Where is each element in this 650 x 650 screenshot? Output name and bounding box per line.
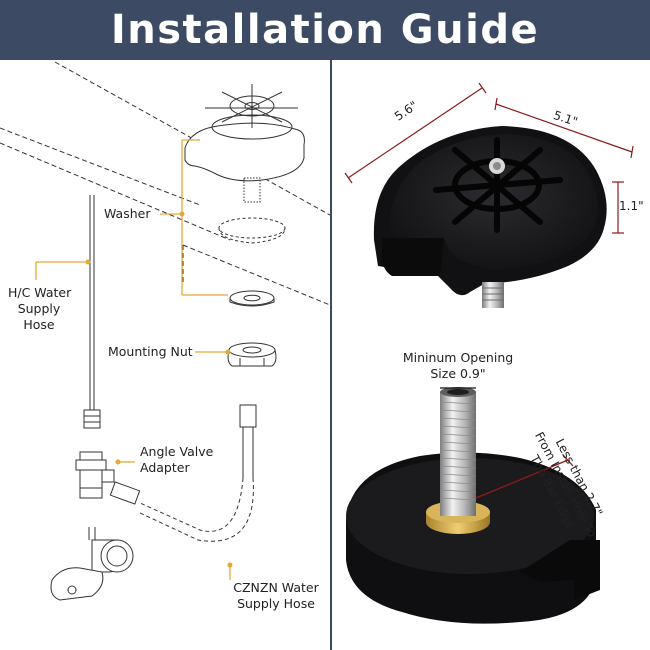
cznzn-hose-label-line: Supply Hose (237, 596, 315, 611)
angle-valve-adapter-line-art (75, 451, 115, 499)
cznzn-water-supply-hose-label: CZNZN Water Supply Hose (226, 580, 326, 612)
angle-valve-label-line: Angle Valve (140, 444, 214, 459)
page-title: Installation Guide (110, 7, 540, 53)
cznzn-hose-label-line: CZNZN Water (233, 580, 319, 595)
hc-hose-label-line: Supply (17, 301, 61, 316)
hc-water-supply-hose-label: H/C Water Supply Hose (8, 285, 72, 333)
dimension-lines (344, 82, 634, 234)
mounting-nut-line-art (227, 342, 277, 367)
washer-line-art (229, 290, 275, 307)
mount-hole-outline (218, 217, 286, 239)
opening-label-line: Size 0.9" (430, 366, 486, 381)
hc-hose-label-line: Hose (23, 317, 55, 332)
washer-label: Washer (104, 206, 151, 221)
mounting-nut-label: Mounting Nut (108, 344, 193, 359)
czznz-supply-hose-line (139, 477, 244, 532)
exploded-line-drawing (0, 61, 331, 601)
panel-divider (330, 60, 332, 650)
rinser-bottom-view (346, 387, 600, 624)
countertop-outline (0, 127, 201, 206)
angle-valve-adapter-label: Angle Valve Adapter (140, 444, 213, 476)
rinser-line-art (184, 84, 305, 203)
opening-label-line: Mininum Opening (402, 350, 514, 365)
rinser-top-view (344, 82, 634, 308)
minimum-opening-label: Mininum Opening Size 0.9" (380, 350, 536, 382)
callout-lines (35, 139, 231, 580)
angle-valve-line-art (50, 527, 134, 601)
angle-valve-label-line: Adapter (140, 460, 190, 475)
title-banner: Installation Guide (0, 0, 650, 60)
hc-hose-label-line: H/C Water (8, 285, 72, 300)
height-dimension: 1.1" (619, 199, 644, 213)
